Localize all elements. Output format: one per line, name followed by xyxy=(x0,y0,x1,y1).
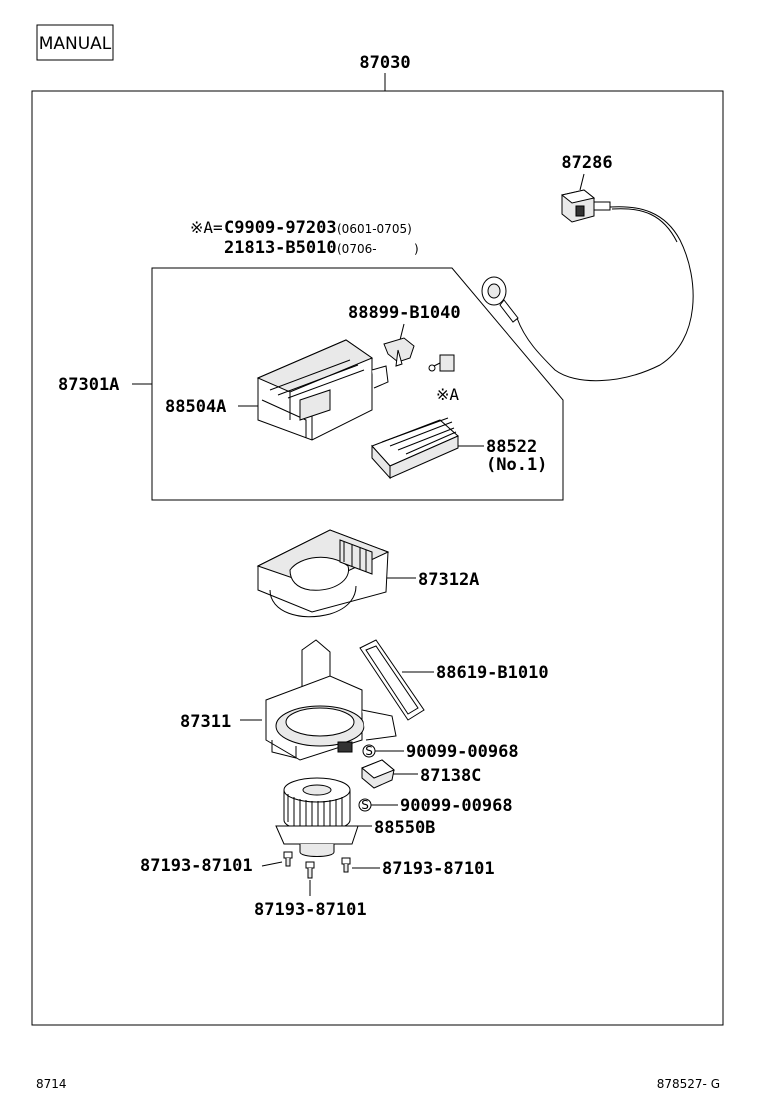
label-87301A: 87301A xyxy=(58,375,119,395)
note-mark: ※A= xyxy=(190,218,223,237)
screw-icon xyxy=(283,851,293,867)
harness-connector-icon xyxy=(481,276,519,323)
seal-gasket-icon xyxy=(359,639,425,721)
blower-case-icon xyxy=(256,339,389,441)
lower-case-icon xyxy=(265,639,397,761)
label-90099-1: 90099-00968 xyxy=(406,742,519,762)
sub-assembly-box xyxy=(151,267,564,501)
note-range-2: (0706- xyxy=(337,242,377,256)
label-87138C: 87138C xyxy=(420,766,481,786)
footer-right: 878527- G xyxy=(657,1077,720,1091)
note-range-1: (0601-0705) xyxy=(337,222,412,236)
resistor-icon xyxy=(361,759,395,789)
label-88504A: 88504A xyxy=(165,397,226,417)
s-mark-1: S xyxy=(365,744,373,758)
servo-harness xyxy=(516,206,694,382)
label-87193-bottom: 87193-87101 xyxy=(254,900,367,920)
manual-badge-label: MANUAL xyxy=(39,34,112,54)
screw-icon xyxy=(428,354,455,372)
label-88899: 88899-B1040 xyxy=(348,303,461,323)
s-mark-2: S xyxy=(361,798,369,812)
assembly-number: 87030 xyxy=(359,53,410,73)
label-87193-left: 87193-87101 xyxy=(140,856,253,876)
note-part-2: 21813-B5010 xyxy=(224,238,337,258)
manual-badge: MANUAL xyxy=(36,24,114,61)
label-90099-2: 90099-00968 xyxy=(400,796,513,816)
label-mark-a: ※A xyxy=(436,385,459,404)
label-87311: 87311 xyxy=(180,712,231,732)
label-88522: 88522 xyxy=(486,437,537,457)
blower-fan-icon xyxy=(275,777,359,857)
assembly-frame xyxy=(31,90,724,1026)
screw-icon xyxy=(341,857,351,873)
note-range-2-close: ) xyxy=(414,242,419,256)
footer-left: 8714 xyxy=(36,1077,67,1091)
note-block: ※A= C9909-97203 (0601-0705) 21813-B5010 … xyxy=(190,218,419,258)
label-88550B: 88550B xyxy=(374,818,435,838)
label-88522-sub: (No.1) xyxy=(486,455,547,475)
note-part-1: C9909-97203 xyxy=(224,218,337,238)
label-87312A: 87312A xyxy=(418,570,479,590)
upper-case-icon xyxy=(256,529,390,618)
clip-icon xyxy=(383,337,415,367)
screw-icon xyxy=(305,861,315,879)
label-87193-right: 87193-87101 xyxy=(382,859,495,879)
label-88619: 88619-B1010 xyxy=(436,663,549,683)
air-filter-icon xyxy=(371,417,459,480)
servo-motor-icon xyxy=(560,189,611,223)
label-87286: 87286 xyxy=(561,153,612,173)
